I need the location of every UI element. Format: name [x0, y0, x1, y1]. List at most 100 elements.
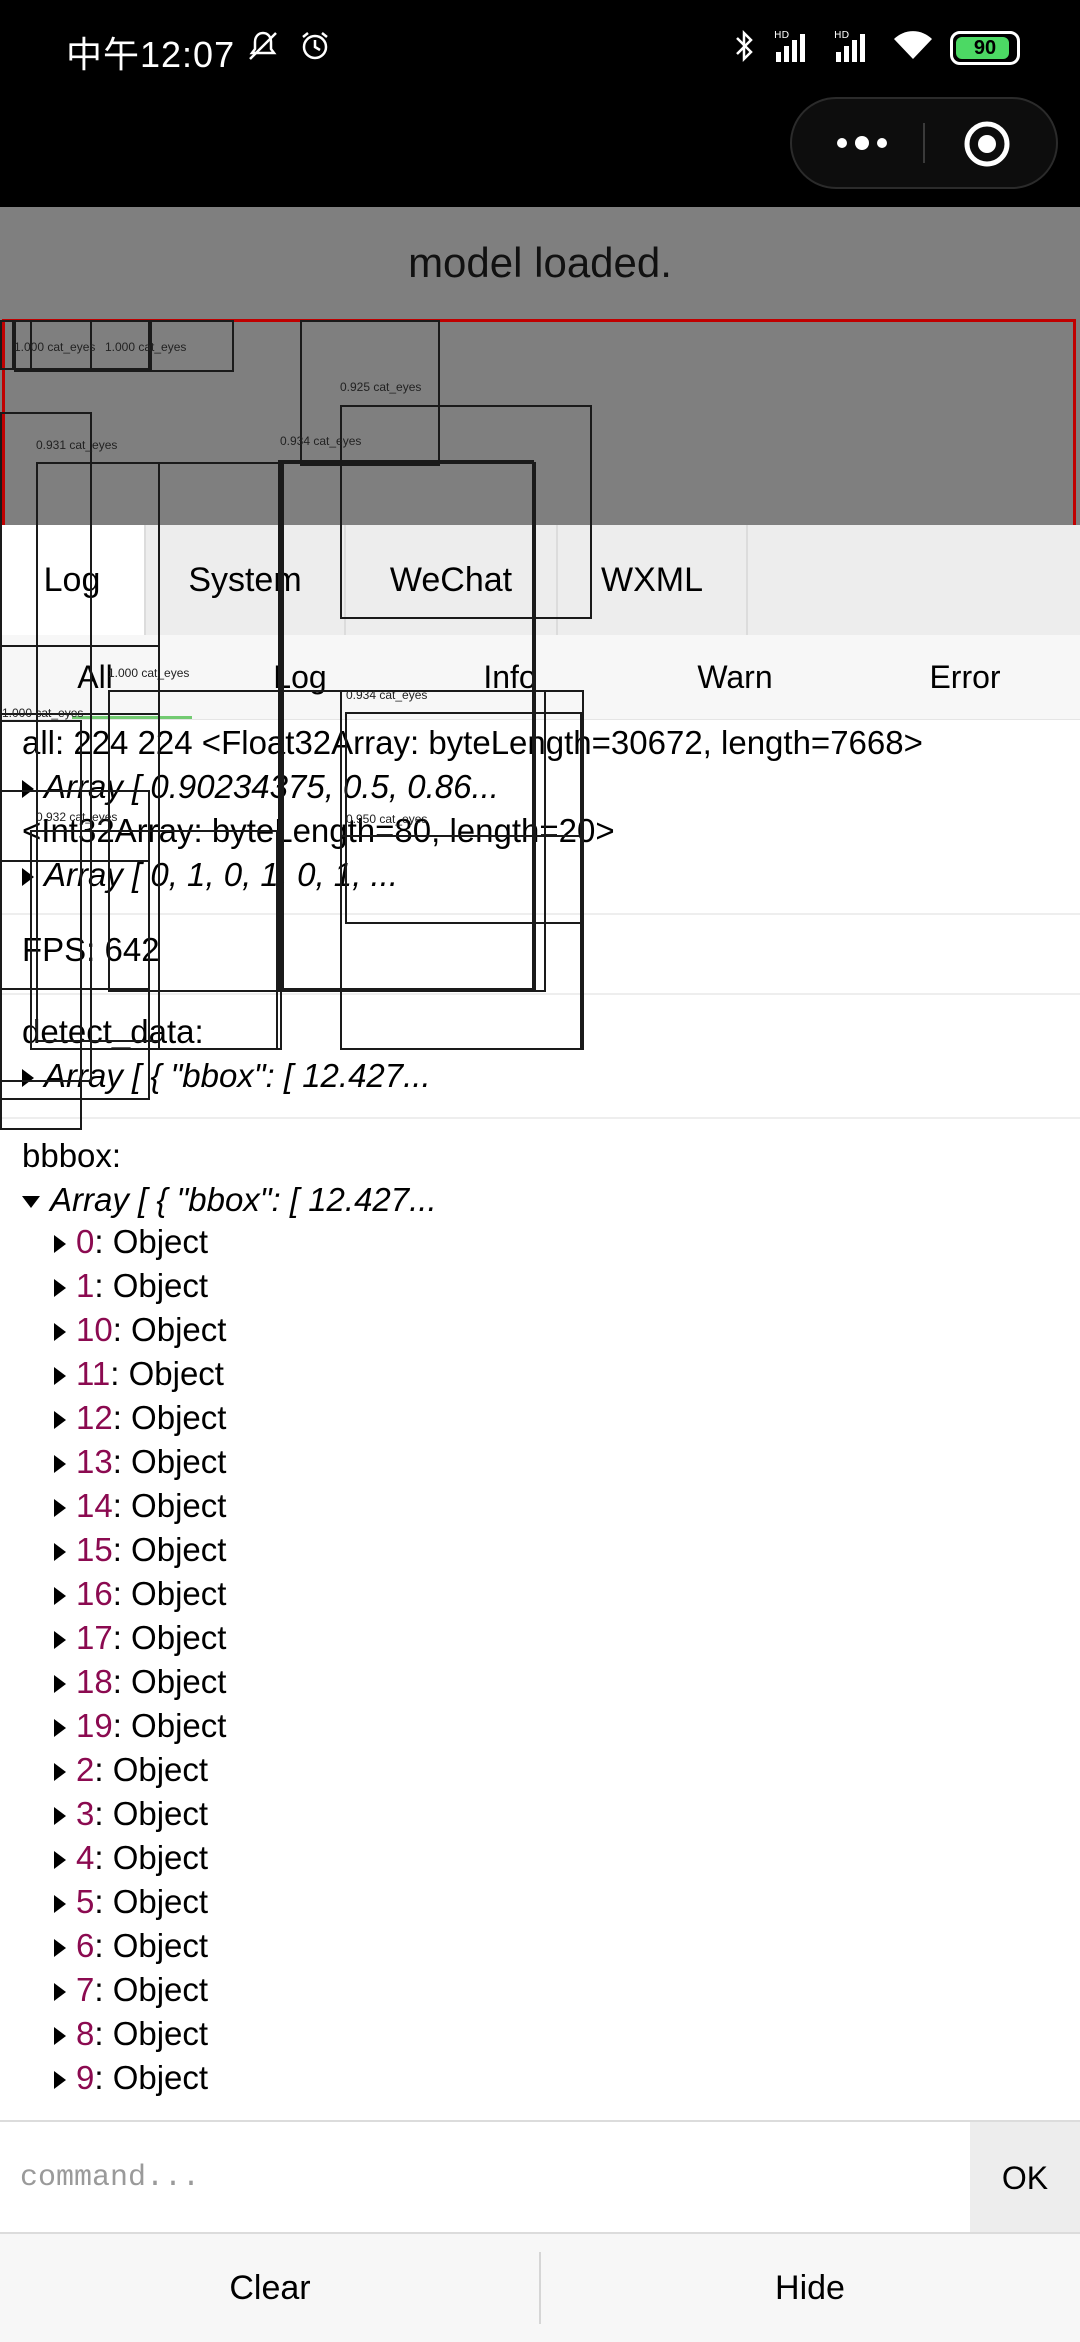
object-row[interactable]: 0: Object — [54, 1223, 208, 1261]
object-row[interactable]: 14: Object — [54, 1487, 226, 1525]
log-array-collapsed[interactable]: Array [ { "bbox": [ 12.427... — [22, 1057, 431, 1095]
object-type: : Object — [94, 1839, 209, 1876]
object-type: : Object — [94, 1267, 209, 1304]
object-key: 7 — [76, 1971, 95, 2008]
collapse-triangle-icon — [22, 1196, 40, 1209]
expand-triangle-icon — [54, 1763, 66, 1782]
object-row[interactable]: 3: Object — [54, 1795, 208, 1833]
log-array-text: Array [ 0, 1, 0, 1, 0, 1, ... — [44, 856, 398, 893]
expand-triangle-icon — [54, 1411, 66, 1430]
status-left-icons — [246, 28, 332, 68]
object-key: 10 — [76, 1311, 113, 1348]
tab-wechat[interactable]: WeChat — [346, 525, 558, 635]
ok-button[interactable]: OK — [970, 2122, 1080, 2234]
object-row[interactable]: 10: Object — [54, 1311, 226, 1349]
object-type: : Object — [112, 1619, 227, 1656]
tab-log[interactable]: Log — [0, 525, 146, 635]
capsule-divider — [923, 123, 925, 163]
expand-triangle-icon — [54, 1279, 66, 1298]
object-key: 0 — [76, 1223, 95, 1260]
more-menu-icon[interactable] — [832, 126, 892, 160]
object-row[interactable]: 13: Object — [54, 1443, 226, 1481]
object-row[interactable]: 5: Object — [54, 1883, 208, 1921]
object-key: 12 — [76, 1399, 113, 1436]
status-bar: 中午12:07 HD HD 90 — [0, 0, 1080, 207]
camera-preview — [0, 319, 1080, 525]
object-type: : Object — [112, 1531, 227, 1568]
expand-triangle-icon — [54, 1807, 66, 1826]
object-row[interactable]: 19: Object — [54, 1707, 226, 1745]
object-type: : Object — [112, 1399, 227, 1436]
hide-button[interactable]: Hide — [775, 2268, 845, 2307]
footer-divider — [539, 2252, 541, 2324]
object-row[interactable]: 11: Object — [54, 1355, 224, 1393]
object-key: 6 — [76, 1927, 95, 1964]
fps-text: FPS: 642 — [22, 931, 160, 968]
filter-all[interactable]: All — [77, 658, 113, 695]
expand-triangle-icon — [54, 1895, 66, 1914]
mute-icon — [246, 29, 280, 68]
tab-system[interactable]: System — [146, 525, 346, 635]
bluetooth-icon — [732, 28, 756, 69]
object-row[interactable]: 1: Object — [54, 1267, 208, 1305]
battery-level: 90 — [973, 36, 997, 59]
object-row[interactable]: 12: Object — [54, 1399, 226, 1437]
log-entry: all: 224 224 <Float32Array: byteLength=3… — [0, 720, 1080, 915]
expand-triangle-icon — [22, 868, 34, 887]
log-array-expanded[interactable]: Array [ { "bbox": [ 12.427... — [22, 1181, 437, 1219]
log-text: <Int32Array: byteLength=80, length=20> — [22, 812, 615, 849]
object-type: : Object — [94, 2015, 209, 2052]
log-filter-bar: All Log Info Warn Error — [0, 635, 1080, 720]
object-row[interactable]: 6: Object — [54, 1927, 208, 1965]
object-row[interactable]: 2: Object — [54, 1751, 208, 1789]
object-type: : Object — [112, 1443, 227, 1480]
object-row[interactable]: 4: Object — [54, 1839, 208, 1877]
camera-frame — [2, 319, 1076, 525]
svg-text:HD: HD — [774, 30, 790, 41]
signal-icon: HD — [772, 28, 816, 69]
expand-triangle-icon — [22, 1069, 34, 1088]
object-row[interactable]: 17: Object — [54, 1619, 226, 1657]
object-key: 16 — [76, 1575, 113, 1612]
vconsole-tabs: Log System WeChat WXML — [0, 525, 1080, 636]
expand-triangle-icon — [54, 1675, 66, 1694]
filter-info[interactable]: Info — [483, 658, 537, 695]
object-type: : Object — [94, 2059, 209, 2096]
log-array-collapsed[interactable]: Array [ 0.90234375, 0.5, 0.86... — [22, 768, 499, 806]
log-array-collapsed[interactable]: Array [ 0, 1, 0, 1, 0, 1, ... — [22, 856, 398, 894]
signal-icon: HD — [832, 28, 876, 69]
object-type: : Object — [94, 1883, 209, 1920]
expand-triangle-icon — [54, 1455, 66, 1474]
filter-error[interactable]: Error — [929, 658, 1001, 695]
expand-triangle-icon — [54, 1983, 66, 2002]
object-key: 9 — [76, 2059, 95, 2096]
status-time: 中午12:07 — [66, 34, 236, 75]
log-list: all: 224 224 <Float32Array: byteLength=3… — [0, 720, 1080, 2120]
object-key: 5 — [76, 1883, 95, 1920]
wifi-icon — [892, 29, 934, 68]
object-row[interactable]: 16: Object — [54, 1575, 226, 1613]
object-key: 1 — [76, 1267, 95, 1304]
object-row[interactable]: 9: Object — [54, 2059, 208, 2097]
object-key: 15 — [76, 1531, 113, 1568]
clear-button[interactable]: Clear — [229, 2268, 311, 2307]
object-key: 4 — [76, 1839, 95, 1876]
object-row[interactable]: 18: Object — [54, 1663, 226, 1701]
object-type: : Object — [94, 1927, 209, 1964]
tab-wxml[interactable]: WXML — [558, 525, 748, 635]
object-type: : Object — [94, 1751, 209, 1788]
expand-triangle-icon — [54, 1367, 66, 1386]
object-row[interactable]: 8: Object — [54, 2015, 208, 2053]
filter-log[interactable]: Log — [273, 658, 327, 695]
object-type: : Object — [112, 1663, 227, 1700]
mini-program-capsule — [790, 97, 1058, 189]
object-row[interactable]: 7: Object — [54, 1971, 208, 2009]
expand-triangle-icon — [54, 1323, 66, 1342]
object-type: : Object — [112, 1575, 227, 1612]
command-input[interactable] — [0, 2122, 970, 2234]
close-mini-program-icon[interactable] — [962, 119, 1012, 169]
filter-warn[interactable]: Warn — [697, 658, 773, 695]
object-row[interactable]: 15: Object — [54, 1531, 226, 1569]
object-key: 19 — [76, 1707, 113, 1744]
log-entry: bbbox: Array [ { "bbox": [ 12.427... 0: … — [0, 1117, 1080, 2120]
